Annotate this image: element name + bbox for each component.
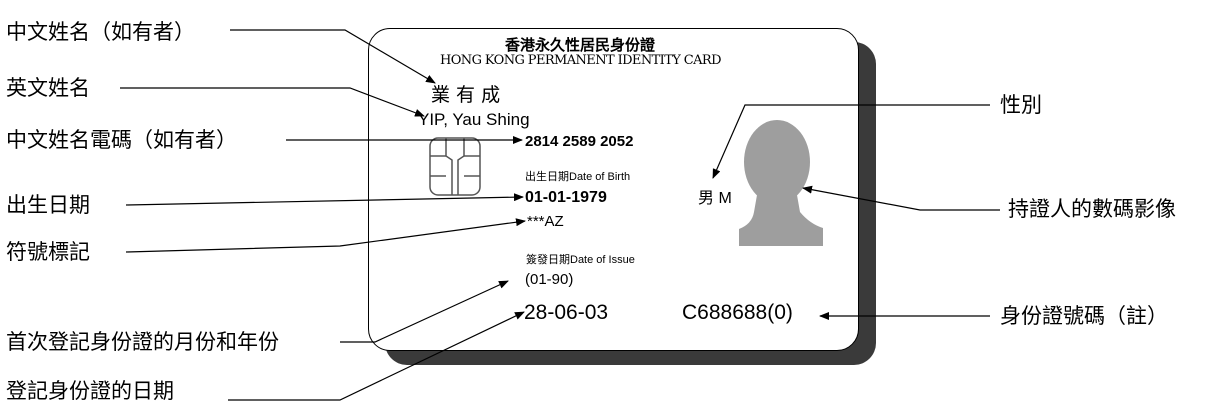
card-name-en: YIP, Yau Shing (418, 110, 530, 129)
card-title-zh: 香港永久性居民身份證 (505, 36, 656, 54)
label-sex: 性別 (1000, 93, 1042, 117)
card-issue-label: 簽發日期Date of Issue (526, 254, 635, 266)
leader-sex (712, 104, 990, 179)
leader-chinese-name (230, 29, 436, 84)
card-dob-label: 出生日期Date of Birth (525, 171, 631, 183)
label-symbols: 符號標記 (6, 240, 90, 264)
leader-english-name (120, 87, 425, 117)
label-chinese-name: 中文姓名（如有者） (6, 20, 195, 44)
photo-silhouette-icon (739, 120, 823, 246)
label-english-name: 英文姓名 (6, 76, 90, 100)
leader-first-reg (340, 280, 509, 343)
leader-dob (125, 193, 524, 206)
label-ccc: 中文姓名電碼（如有者） (6, 128, 237, 152)
label-reg-date: 登記身份證的日期 (6, 379, 174, 403)
card-title-en: HONG KONG PERMANENT IDENTITY CARD (440, 53, 722, 68)
card-ccc: 2814 2589 2052 (525, 133, 634, 150)
card-issue-date: 28-06-03 (524, 301, 609, 324)
label-first-reg: 首次登記身份證的月份和年份 (6, 330, 279, 354)
leader-reg-date (228, 311, 525, 401)
card-id-number: C688688(0) (682, 301, 793, 324)
leader-symbols (125, 218, 526, 253)
label-id-number: 身份證號碼（註） (1000, 304, 1168, 328)
card-dob: 01-01-1979 (525, 189, 607, 206)
card-first-reg: (01-90) (525, 271, 574, 288)
chip-icon (429, 137, 481, 196)
card-symbols: ***AZ (527, 213, 564, 230)
card-name-zh: 業 有 成 (431, 84, 501, 106)
label-photo: 持證人的數碼影像 (1008, 197, 1176, 221)
leader-photo (802, 185, 1000, 211)
label-dob: 出生日期 (6, 193, 90, 217)
card-sex: 男 M (698, 190, 732, 207)
